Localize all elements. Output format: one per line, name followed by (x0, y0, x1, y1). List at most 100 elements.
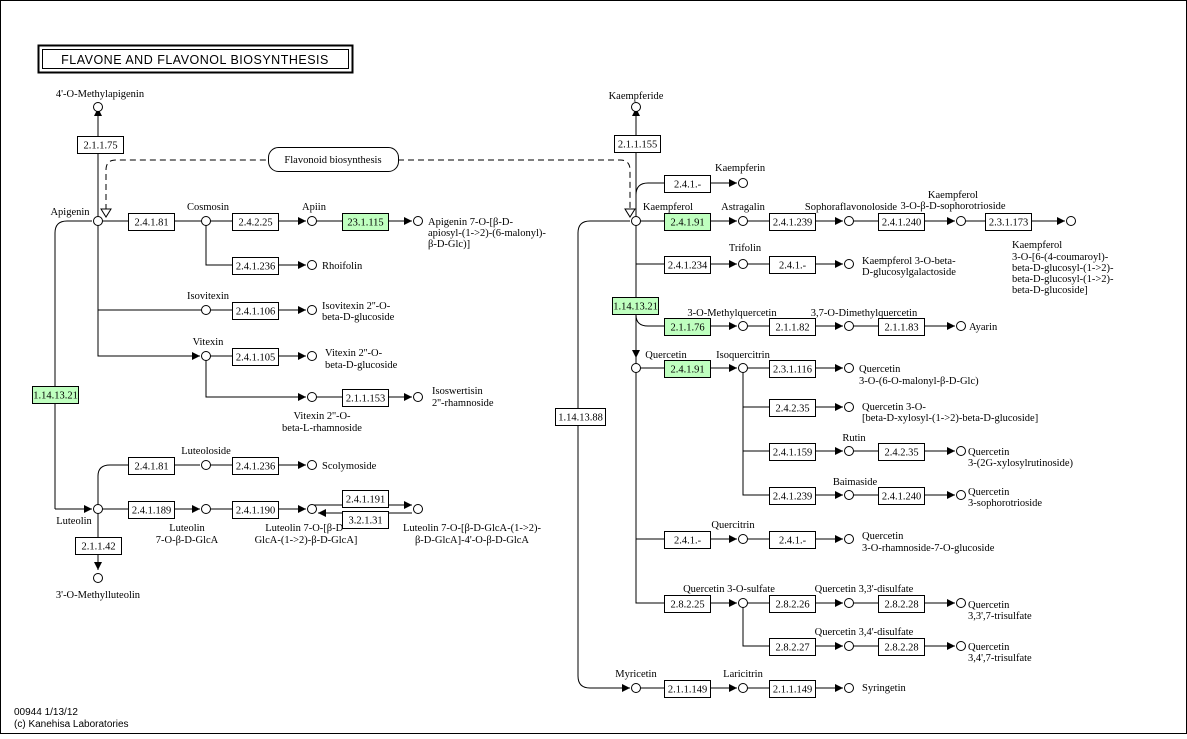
compound-node[interactable] (1066, 216, 1076, 226)
compound-node[interactable] (844, 534, 854, 544)
compound-node[interactable] (844, 402, 854, 412)
compound-node[interactable] (413, 216, 423, 226)
compound-node[interactable] (738, 363, 748, 373)
compound-node[interactable] (956, 216, 966, 226)
enzyme-box[interactable]: 3.2.1.31 (342, 511, 389, 529)
compound-node[interactable] (307, 216, 317, 226)
compound-node[interactable] (93, 573, 103, 583)
compound-node[interactable] (956, 446, 966, 456)
enzyme-box[interactable]: 2.8.2.28 (878, 638, 925, 656)
enzyme-box[interactable]: 2.4.1.189 (128, 501, 175, 519)
compound-node[interactable] (844, 683, 854, 693)
enzyme-label: 2.1.1.42 (81, 542, 115, 553)
enzyme-box[interactable]: 2.1.1.42 (75, 537, 122, 555)
compound-node[interactable] (844, 490, 854, 500)
compound-node[interactable] (631, 683, 641, 693)
enzyme-box[interactable]: 23.1.115 (342, 213, 389, 231)
enzyme-box[interactable]: 2.4.1.81 (128, 457, 175, 475)
enzyme-box[interactable]: 2.8.2.25 (664, 595, 711, 613)
enzyme-box[interactable]: 2.4.1.105 (232, 348, 279, 366)
enzyme-box[interactable]: 2.4.1.81 (128, 213, 175, 231)
compound-node[interactable] (201, 351, 211, 361)
compound-node[interactable] (631, 102, 641, 112)
compound-node[interactable] (738, 534, 748, 544)
enzyme-box[interactable]: 2.4.1.236 (232, 257, 279, 275)
enzyme-box[interactable]: 2.4.1.- (769, 531, 816, 549)
compound-node[interactable] (738, 321, 748, 331)
compound-node[interactable] (956, 641, 966, 651)
enzyme-box[interactable]: 2.8.2.26 (769, 595, 816, 613)
compound-node[interactable] (738, 178, 748, 188)
enzyme-box[interactable]: 2.1.1.149 (664, 680, 711, 698)
compound-node[interactable] (738, 598, 748, 608)
compound-label: beta-D-glucosyl-(1->2)- (1012, 274, 1114, 285)
enzyme-box[interactable]: 2.1.1.155 (614, 135, 661, 153)
compound-node[interactable] (307, 504, 317, 514)
compound-node[interactable] (956, 598, 966, 608)
enzyme-box[interactable]: 2.1.1.83 (878, 318, 925, 336)
enzyme-box[interactable]: 2.4.1.240 (878, 213, 925, 231)
compound-node[interactable] (844, 216, 854, 226)
enzyme-box[interactable]: 2.4.1.191 (342, 490, 389, 508)
compound-node[interactable] (307, 305, 317, 315)
enzyme-box[interactable]: 2.4.1.236 (232, 457, 279, 475)
compound-node[interactable] (93, 504, 103, 514)
compound-node[interactable] (956, 490, 966, 500)
enzyme-box[interactable]: 2.4.2.35 (769, 399, 816, 417)
enzyme-box[interactable]: 2.4.1.190 (232, 501, 279, 519)
compound-node[interactable] (201, 460, 211, 470)
compound-node[interactable] (307, 392, 317, 402)
compound-node[interactable] (413, 392, 423, 402)
enzyme-box[interactable]: 2.4.1.240 (878, 487, 925, 505)
enzyme-box[interactable]: 2.4.1.239 (769, 213, 816, 231)
compound-node[interactable] (844, 259, 854, 269)
compound-node[interactable] (201, 216, 211, 226)
enzyme-box[interactable]: 2.3.1.173 (985, 213, 1032, 231)
enzyme-box[interactable]: 2.4.1.- (664, 531, 711, 549)
enzyme-box[interactable]: 1.14.13.21 (32, 386, 79, 404)
enzyme-box[interactable]: 2.1.1.82 (769, 318, 816, 336)
compound-node[interactable] (844, 641, 854, 651)
compound-label: 3-(2G-xylosylrutinoside) (968, 458, 1073, 469)
enzyme-box[interactable]: 1.14.13.88 (555, 408, 606, 426)
compound-node[interactable] (307, 351, 317, 361)
compound-node[interactable] (844, 446, 854, 456)
enzyme-box[interactable]: 2.1.1.149 (769, 680, 816, 698)
compound-node[interactable] (93, 102, 103, 112)
compound-node[interactable] (631, 363, 641, 373)
compound-node[interactable] (307, 260, 317, 270)
compound-node[interactable] (413, 504, 423, 514)
compound-node[interactable] (738, 683, 748, 693)
enzyme-box[interactable]: 2.1.1.75 (77, 136, 124, 154)
enzyme-box[interactable]: 2.8.2.28 (878, 595, 925, 613)
compound-node[interactable] (631, 216, 641, 226)
enzyme-box[interactable]: 2.8.2.27 (769, 638, 816, 656)
enzyme-box[interactable]: 2.4.1.- (769, 256, 816, 274)
compound-node[interactable] (201, 504, 211, 514)
compound-node[interactable] (201, 305, 211, 315)
compound-node[interactable] (844, 363, 854, 373)
enzyme-box[interactable]: 2.3.1.116 (769, 360, 816, 378)
enzyme-box[interactable]: 1.14.13.21 (612, 297, 659, 315)
enzyme-box[interactable]: 2.4.1.106 (232, 302, 279, 320)
compound-label: Scolymoside (322, 461, 377, 472)
compound-label: Quercetin (859, 364, 901, 375)
enzyme-box[interactable]: 2.4.1.239 (769, 487, 816, 505)
compound-node[interactable] (93, 216, 103, 226)
enzyme-box[interactable]: 2.4.1.91 (664, 213, 711, 231)
enzyme-box[interactable]: 2.4.2.25 (232, 213, 279, 231)
map-link-flavonoid-biosynthesis[interactable]: Flavonoid biosynthesis (268, 147, 399, 172)
compound-node[interactable] (844, 598, 854, 608)
compound-node[interactable] (307, 460, 317, 470)
enzyme-box[interactable]: 2.4.1.91 (664, 360, 711, 378)
enzyme-box[interactable]: 2.4.2.35 (878, 443, 925, 461)
enzyme-box[interactable]: 2.4.1.159 (769, 443, 816, 461)
enzyme-box[interactable]: 2.4.1.234 (664, 256, 711, 274)
enzyme-box[interactable]: 2.1.1.153 (342, 389, 389, 407)
compound-node[interactable] (738, 216, 748, 226)
compound-node[interactable] (956, 321, 966, 331)
compound-node[interactable] (738, 259, 748, 269)
enzyme-box[interactable]: 2.4.1.- (664, 175, 711, 193)
compound-node[interactable] (844, 321, 854, 331)
enzyme-box[interactable]: 2.1.1.76 (664, 318, 711, 336)
